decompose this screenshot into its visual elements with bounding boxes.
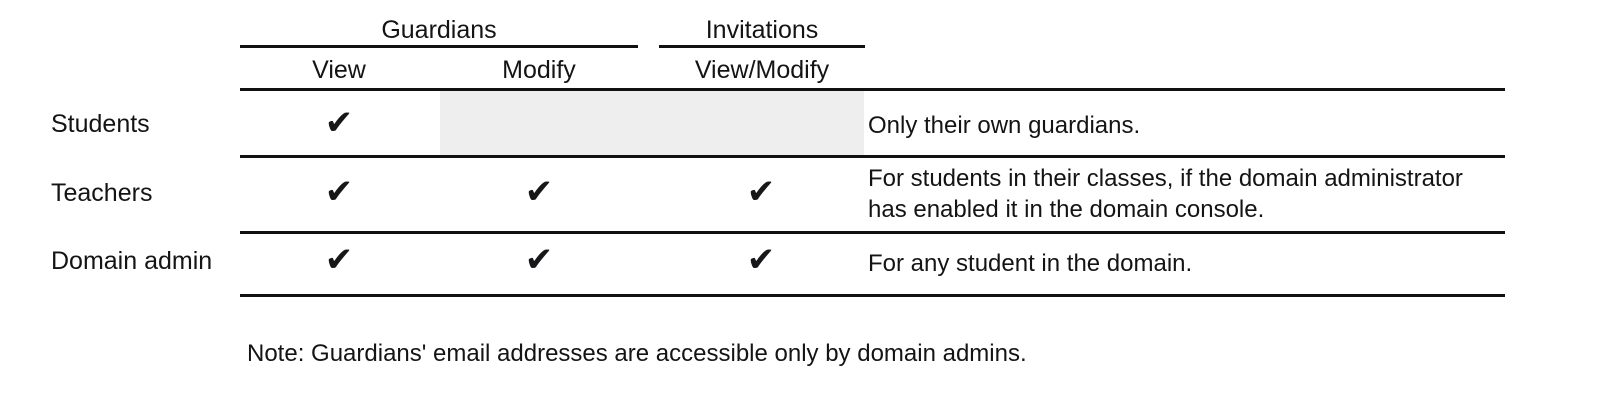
checkmark-icon-domain-admin-viewmodify: ✔ bbox=[746, 240, 776, 280]
row-label-teachers: Teachers bbox=[51, 179, 153, 207]
table-rule-bottom bbox=[240, 294, 1505, 297]
checkmark-icon-teachers-viewmodify: ✔ bbox=[746, 172, 776, 212]
checkmark-icon-students-view: ✔ bbox=[324, 103, 354, 143]
column-header-view-modify: View/Modify bbox=[694, 56, 830, 84]
shaded-unavailable-cell bbox=[440, 91, 864, 155]
group-header-guardians: Guardians bbox=[381, 16, 497, 44]
note-teachers: For students in their classes, if the do… bbox=[868, 165, 1463, 223]
column-header-view: View bbox=[312, 56, 366, 84]
checkmark-icon-teachers-modify: ✔ bbox=[524, 172, 554, 212]
checkmark-icon-domain-admin-view: ✔ bbox=[324, 240, 354, 280]
checkmark-icon-domain-admin-modify: ✔ bbox=[524, 240, 554, 280]
row-label-domain-admin: Domain admin bbox=[51, 247, 213, 275]
row-label-students: Students bbox=[51, 110, 150, 138]
note-students: Only their own guardians. bbox=[868, 112, 1141, 139]
column-header-modify: Modify bbox=[502, 56, 576, 84]
checkmark-icon-teachers-view: ✔ bbox=[324, 172, 354, 212]
note-domain-admin: For any student in the domain. bbox=[868, 250, 1193, 277]
group-header-invitations: Invitations bbox=[705, 16, 819, 44]
group-rule-invitations bbox=[659, 45, 865, 48]
group-rule-guardians bbox=[240, 45, 638, 48]
table-rule-row-1 bbox=[240, 155, 1505, 158]
table-rule-header bbox=[240, 88, 1505, 91]
footnote-text: Note: Guardians' email addresses are acc… bbox=[247, 340, 1027, 367]
table-rule-row-2 bbox=[240, 231, 1505, 234]
